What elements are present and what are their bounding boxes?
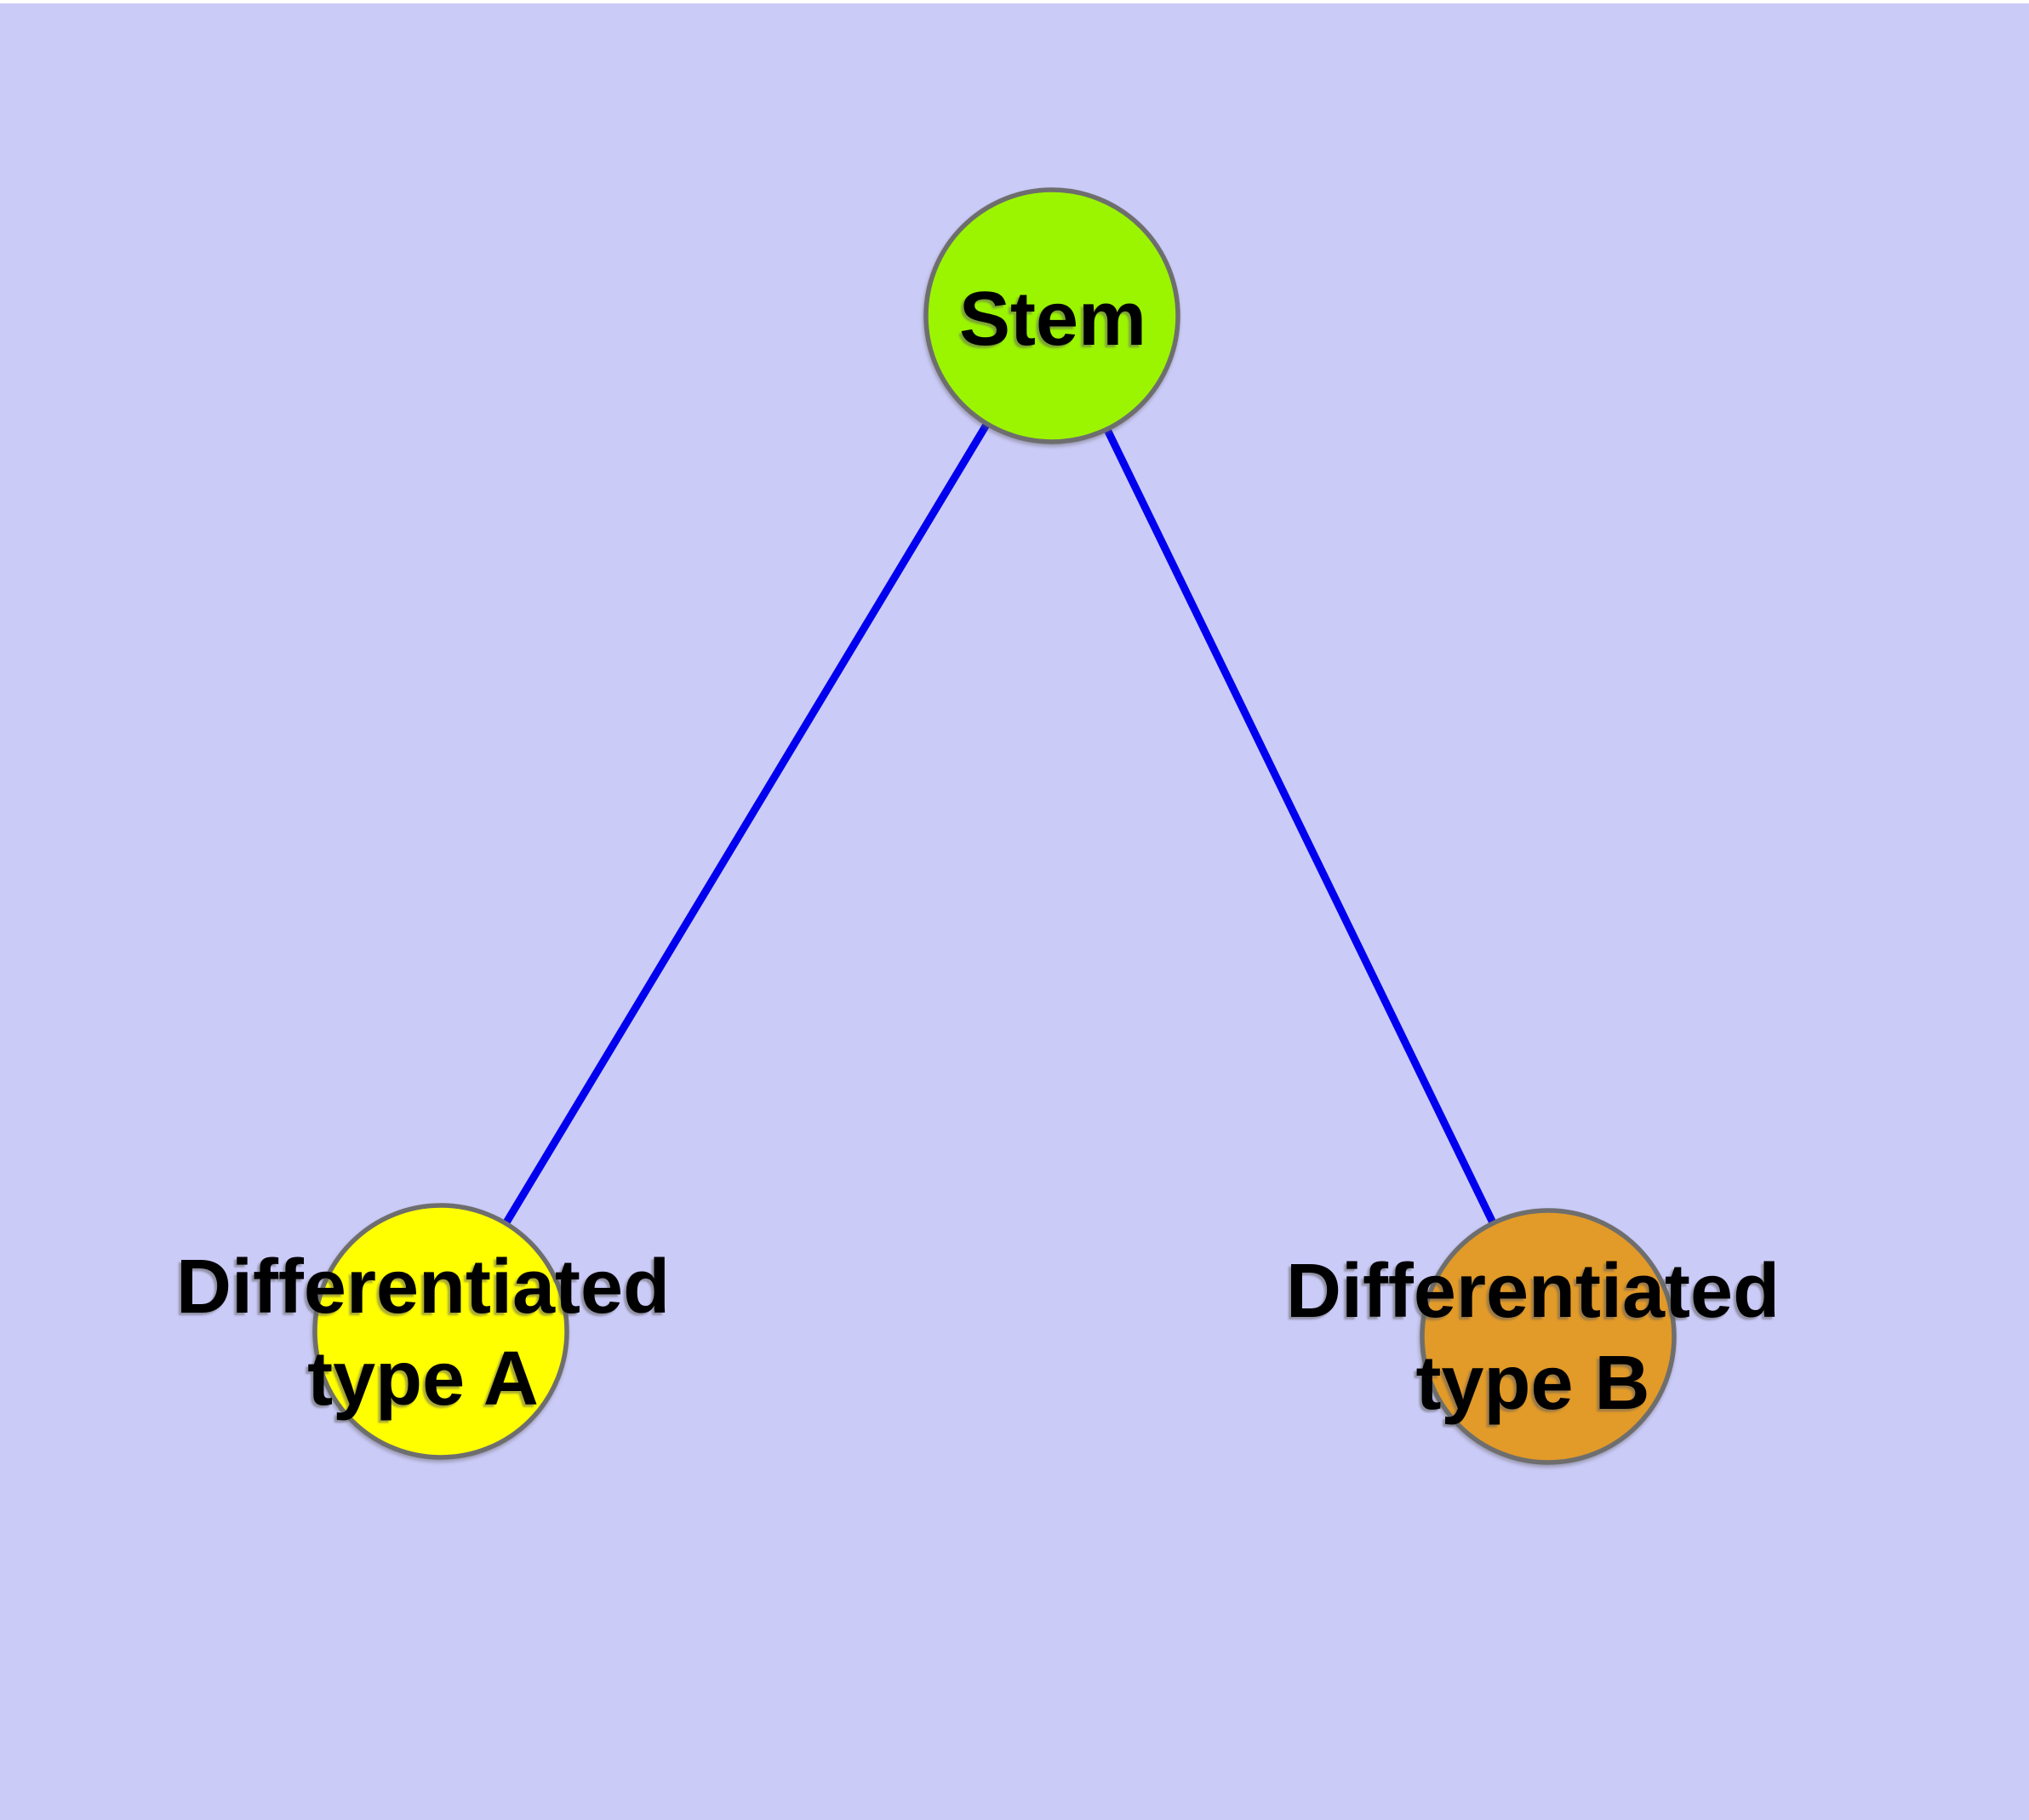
node-type-b-circle xyxy=(1420,1208,1677,1465)
node-stem-circle xyxy=(923,187,1180,444)
node-type-a-circle xyxy=(312,1203,569,1460)
edge-stem-to-type-b xyxy=(1048,314,1552,1338)
edge-stem-to-type-a xyxy=(437,313,1055,1334)
